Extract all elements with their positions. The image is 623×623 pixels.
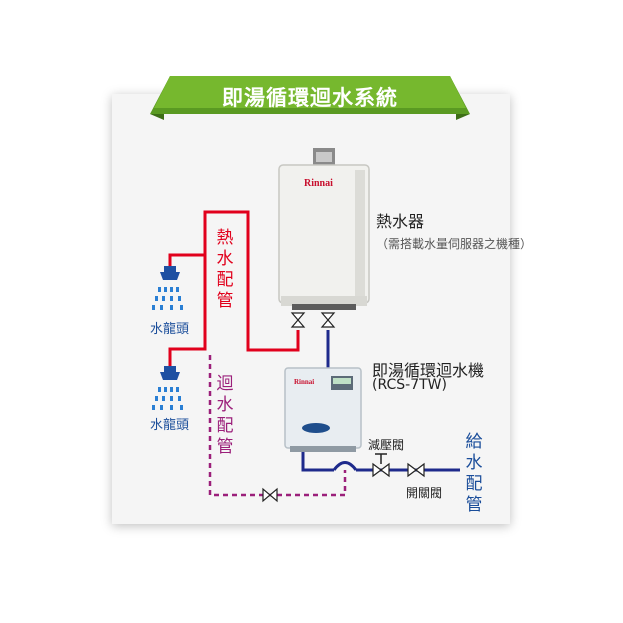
supply-water-pipe-label: 給水配管 [465, 432, 483, 515]
return-water-pipe-label: 迴水配管 [216, 374, 234, 457]
heater-valve-left [290, 312, 306, 328]
shutoff-valve-label: 開關閥 [406, 486, 443, 500]
circulation-unit-label: 即湯循環迴水機 [372, 361, 485, 380]
hot-water-pipe-label: 熱水配管 [216, 228, 234, 311]
pressure-reducing-valve-icon [372, 453, 390, 478]
faucet-label: 水龍頭 [150, 418, 190, 433]
circulation-unit [284, 367, 362, 452]
water-heater-note: （需搭載水量伺服器之機種） [376, 237, 533, 251]
unit-brand-logo: Rinnai [294, 378, 314, 386]
shutoff-valve-icon [407, 462, 425, 478]
heater-brand-logo: Rinnai [304, 178, 333, 189]
heater-valve-right [320, 312, 336, 328]
pressure-reducing-valve-label: 減壓閥 [368, 438, 405, 452]
water-heater [278, 148, 370, 310]
faucet-icon [152, 266, 183, 310]
faucet-label: 水龍頭 [150, 322, 190, 337]
water-heater-label: 熱水器 [376, 212, 425, 231]
hot-water-pipe [168, 210, 300, 368]
title-banner: 即湯循環迴水系統 [150, 70, 470, 120]
return-valve-icon [262, 487, 278, 503]
page-title: 即湯循環迴水系統 [222, 86, 398, 110]
circulation-unit-model: (RCS-7TW) [372, 377, 447, 393]
faucet-icon [152, 366, 183, 410]
